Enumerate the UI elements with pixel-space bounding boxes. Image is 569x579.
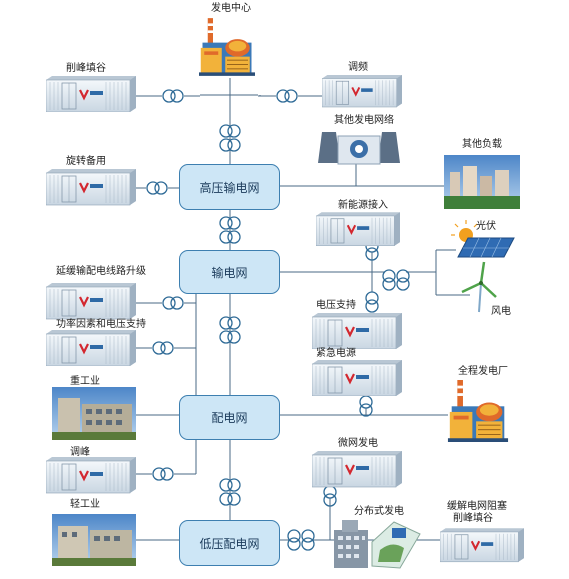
storage-container-microgrid [312, 450, 402, 488]
hub-high-voltage-grid: 高压输电网 [179, 164, 280, 210]
label-power-factor: 功率因素和电压支持 [56, 319, 146, 330]
storage-container-spinning-reserve [46, 168, 136, 206]
label-power-plant: 全程发电厂 [458, 366, 508, 377]
power-plant-icon [447, 380, 509, 442]
storage-container-power-factor [46, 330, 136, 366]
other-grids-icon [318, 132, 400, 165]
label-emergency-power: 紧急电源 [316, 348, 356, 359]
label-distributed-generation: 分布式发电 [354, 506, 404, 517]
label-spinning-reserve: 旋转备用 [66, 156, 106, 167]
label-power-center: 发电中心 [211, 3, 251, 14]
storage-container-line-upgrade [46, 282, 136, 320]
hub-transmission-grid: 输电网 [179, 250, 280, 294]
heavy-industry-image [52, 387, 136, 440]
label-peak-shaving: 削峰填谷 [66, 63, 106, 74]
label-other-grids: 其他发电网络 [334, 115, 394, 126]
transformer-icon [146, 181, 168, 195]
label-line-upgrade: 延缓输配电线路升级 [56, 266, 146, 277]
wind-turbine-icon [461, 261, 497, 313]
transformer-icon [287, 529, 315, 551]
storage-container-emergency [312, 360, 402, 396]
label-other-loads: 其他负载 [462, 139, 502, 150]
transformer-icon [162, 89, 184, 103]
label-microgrid: 微网发电 [338, 438, 378, 449]
connection-lines [136, 78, 470, 541]
storage-container-congestion [440, 527, 524, 563]
storage-container-voltage [312, 313, 402, 349]
hub-low-voltage-grid: 低压配电网 [179, 520, 280, 566]
label-congestion-peak-shaving: 削峰填谷 [453, 513, 493, 524]
transformer-icon [152, 467, 174, 481]
label-voltage-support: 电压支持 [316, 300, 356, 311]
transformer-icon [276, 89, 298, 103]
label-new-energy: 新能源接入 [338, 200, 388, 211]
label-wind-power: 风电 [491, 306, 511, 317]
storage-container-frequency [322, 74, 402, 108]
label-photovoltaic: 光伏 [476, 221, 496, 232]
label-congestion-relief: 缓解电网阻塞 [447, 501, 507, 512]
label-light-industry: 轻工业 [70, 499, 100, 510]
storage-container-peak-shaving [46, 76, 136, 112]
transformer-icon [162, 296, 184, 310]
label-frequency-regulation: 调频 [348, 62, 368, 73]
solar-panel-icon [451, 220, 515, 258]
power-center-icon [199, 17, 255, 77]
storage-container-new-energy [316, 212, 400, 246]
distributed-generation-icon [334, 520, 421, 569]
light-industry-image [52, 514, 136, 566]
transformer-icon [365, 291, 379, 313]
storage-container-peak-regulation [46, 456, 136, 494]
transformer-icon [382, 269, 410, 291]
transformer-icon [152, 341, 174, 355]
hub-distribution-grid: 配电网 [179, 395, 280, 440]
label-heavy-industry: 重工业 [70, 376, 100, 387]
other-loads-image [444, 155, 520, 209]
label-peak-regulation: 调峰 [70, 447, 90, 458]
